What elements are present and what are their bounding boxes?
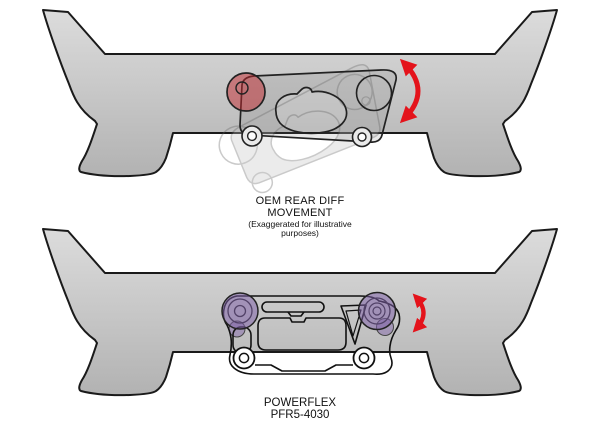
oem-caption-note: (Exaggerated for illustrative purposes) xyxy=(248,219,352,238)
oem-bushing-bottom-left xyxy=(241,125,263,147)
powerflex-part-number: PFR5-4030 xyxy=(270,409,330,421)
powerflex-bushing-right xyxy=(357,291,397,331)
oem-crossmember xyxy=(42,9,558,178)
oem-caption-title: OEM REAR DIFF MOVEMENT xyxy=(255,195,345,219)
oem-bushing-bottom-right xyxy=(351,126,373,148)
powerflex-brand-label: POWERFLEX xyxy=(263,397,337,409)
powerflex-bushing-bottom-left xyxy=(232,346,256,370)
powerflex-caption: POWERFLEX PFR5-4030 xyxy=(225,397,375,421)
oem-caption: OEM REAR DIFF MOVEMENT (Exaggerated for … xyxy=(225,195,375,238)
oem-bushing-right xyxy=(355,74,393,112)
powerflex-bushing-left xyxy=(221,292,259,330)
oem-bushing-red xyxy=(226,72,266,112)
oem-diagram xyxy=(42,9,558,204)
powerflex-diagram xyxy=(42,228,558,397)
powerflex-bushing-bottom-right xyxy=(352,346,376,370)
powerflex-bracket xyxy=(222,295,401,375)
oem-rotation-arrow-icon xyxy=(399,58,421,124)
powerflex-rotation-arrow-icon xyxy=(412,293,428,333)
